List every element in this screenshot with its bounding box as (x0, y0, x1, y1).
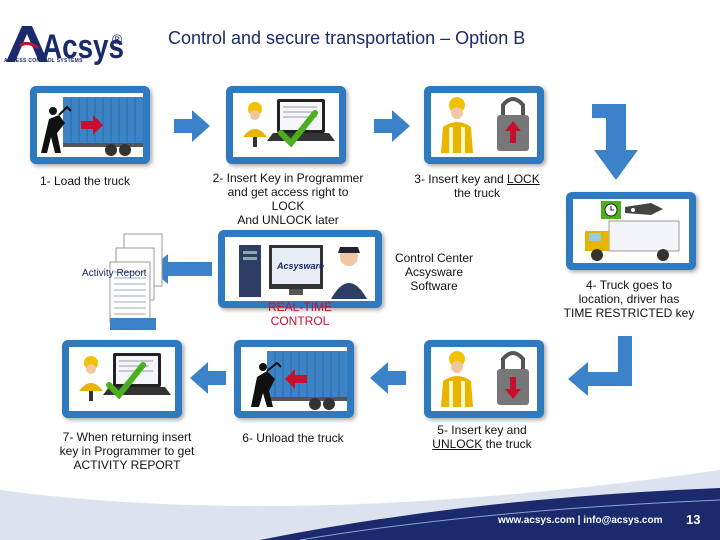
control-center-line-1: Control Center (394, 251, 474, 265)
card-control-center: Acsysware (218, 230, 382, 308)
arrow-right-icon (374, 110, 410, 142)
screen-logo-text: Acsysware (276, 261, 324, 271)
real-time-line-2: CONTROL (270, 314, 330, 328)
acsys-logo: Acsys ® (6, 26, 124, 66)
card-unload-truck (234, 340, 354, 418)
step-3-text-a: 3- Insert key and (414, 172, 504, 186)
arrow-right-icon (174, 110, 210, 142)
step-4-label: 4- Truck goes to location, driver has TI… (544, 278, 714, 320)
step-5-line-2: UNLOCK the truck (412, 437, 552, 451)
card-programmer (226, 86, 346, 164)
control-center-label: Control Center Acsysware Software (384, 251, 484, 293)
card-unlock (424, 340, 544, 418)
card-load-truck (30, 86, 150, 164)
control-center-image: Acsysware (239, 245, 367, 299)
step-5-label: 5- Insert key and UNLOCK the truck (412, 423, 552, 451)
real-time-line-1: REAL-TIME (267, 300, 332, 314)
step-2-line-1: 2- Insert Key in Programmer (212, 171, 364, 185)
step-7-line-2: key in Programmer to get (59, 444, 195, 458)
step-7-line-1: 7- When returning insert (62, 430, 192, 444)
step-3-line-1: 3- Insert key and LOCK (402, 172, 552, 186)
arrow-left-icon (190, 362, 226, 394)
step-1-label: 1- Load the truck (39, 174, 131, 188)
arrow-bent-left-icon (568, 336, 632, 396)
card-time-restricted (566, 192, 696, 270)
footer-band (0, 470, 720, 540)
card-lock (424, 86, 544, 164)
step-2-line-3: LOCK (271, 199, 305, 213)
arrow-left-icon (370, 362, 406, 394)
logo-tagline: ACCESS CONTROL SYSTEMS (4, 58, 83, 64)
truck-time-key-image (585, 201, 680, 261)
step-2-line-2: and get access right to (227, 185, 349, 199)
step-3-label: 3- Insert key and LOCK the truck (402, 172, 552, 200)
real-time-control-label: REAL-TIME CONTROL (250, 300, 350, 328)
logo-brand: Acsys (42, 28, 124, 66)
logo-registered: ® (112, 31, 123, 47)
step-7-label: 7- When returning insert key in Programm… (46, 430, 208, 472)
card-return-programmer (62, 340, 182, 418)
step-5-unlock: UNLOCK (432, 437, 483, 451)
truck-unloading-image (251, 351, 347, 410)
arrow-left-icon (150, 254, 212, 284)
programmer-laptop-image (243, 99, 335, 148)
step-5-text-c: the truck (485, 437, 532, 451)
step-3-lock: LOCK (507, 172, 540, 186)
control-center-line-2: Acsysware (404, 265, 463, 279)
arrow-up-bar-icon (110, 318, 156, 330)
page-number: 13 (686, 512, 701, 527)
page-title: Control and secure transportation – Opti… (168, 28, 526, 48)
step-4-line-3: TIME RESTRICTED key (563, 306, 695, 320)
step-4-line-1: 4- Truck goes to (585, 278, 673, 292)
activity-report-document-icon (109, 233, 163, 323)
lock-image (441, 97, 529, 153)
unlock-image (441, 351, 529, 407)
step-2-label: 2- Insert Key in Programmer and get acce… (202, 171, 374, 227)
step-3-line-2: the truck (453, 186, 501, 200)
footer-contact[interactable]: www.acsys.com | info@acsys.com (498, 515, 663, 526)
control-center-line-3: Software (410, 279, 458, 293)
truck-loading-image (41, 97, 143, 156)
step-2-line-4: And UNLOCK later (237, 213, 339, 227)
arrow-down-icon (592, 104, 638, 180)
step-7-line-3: ACTIVITY REPORT (73, 458, 181, 472)
step-6-label: 6- Unload the truck (242, 431, 344, 445)
step-5-line-1: 5- Insert key and (437, 423, 527, 437)
return-programmer-image (79, 353, 171, 401)
step-4-line-2: location, driver has (578, 292, 680, 306)
activity-report-label: Activity Report (82, 268, 147, 279)
